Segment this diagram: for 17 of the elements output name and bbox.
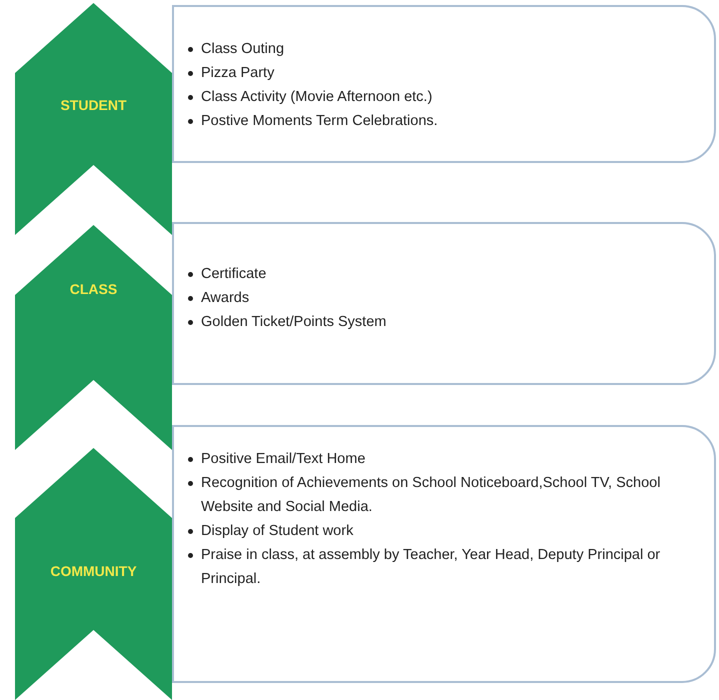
bullet-item: Praise in class, at assembly by Teacher, Year Head, Deputy Principal or Principal.	[201, 546, 662, 589]
bullet-item: Positive Email/Text Home	[201, 450, 366, 469]
bullet-item: Golden Ticket/Points System	[201, 313, 386, 332]
stage-label: STUDENT	[59, 97, 128, 113]
text-panel	[172, 425, 716, 683]
text-panel	[172, 222, 716, 385]
bullet-item: Certificate	[201, 265, 266, 284]
text-panel	[172, 5, 716, 163]
bullet-item: Postive Moments Term Celebrations.	[201, 112, 438, 131]
bullet-item: Awards	[201, 289, 250, 308]
bullet-item: Class Outing	[201, 40, 284, 59]
bullet-item: Pizza Party	[201, 64, 274, 83]
bullet-item: Display of Student work	[201, 522, 354, 541]
bullet-item: Recognition of Achievements on School Noticeboard,School TV, School Website and Social Media.	[201, 474, 662, 517]
stage-label: COMMUNITY	[49, 563, 138, 579]
stage-label: CLASS	[68, 281, 118, 297]
bullet-item: Class Activity (Movie Afternoon etc.)	[201, 88, 432, 107]
